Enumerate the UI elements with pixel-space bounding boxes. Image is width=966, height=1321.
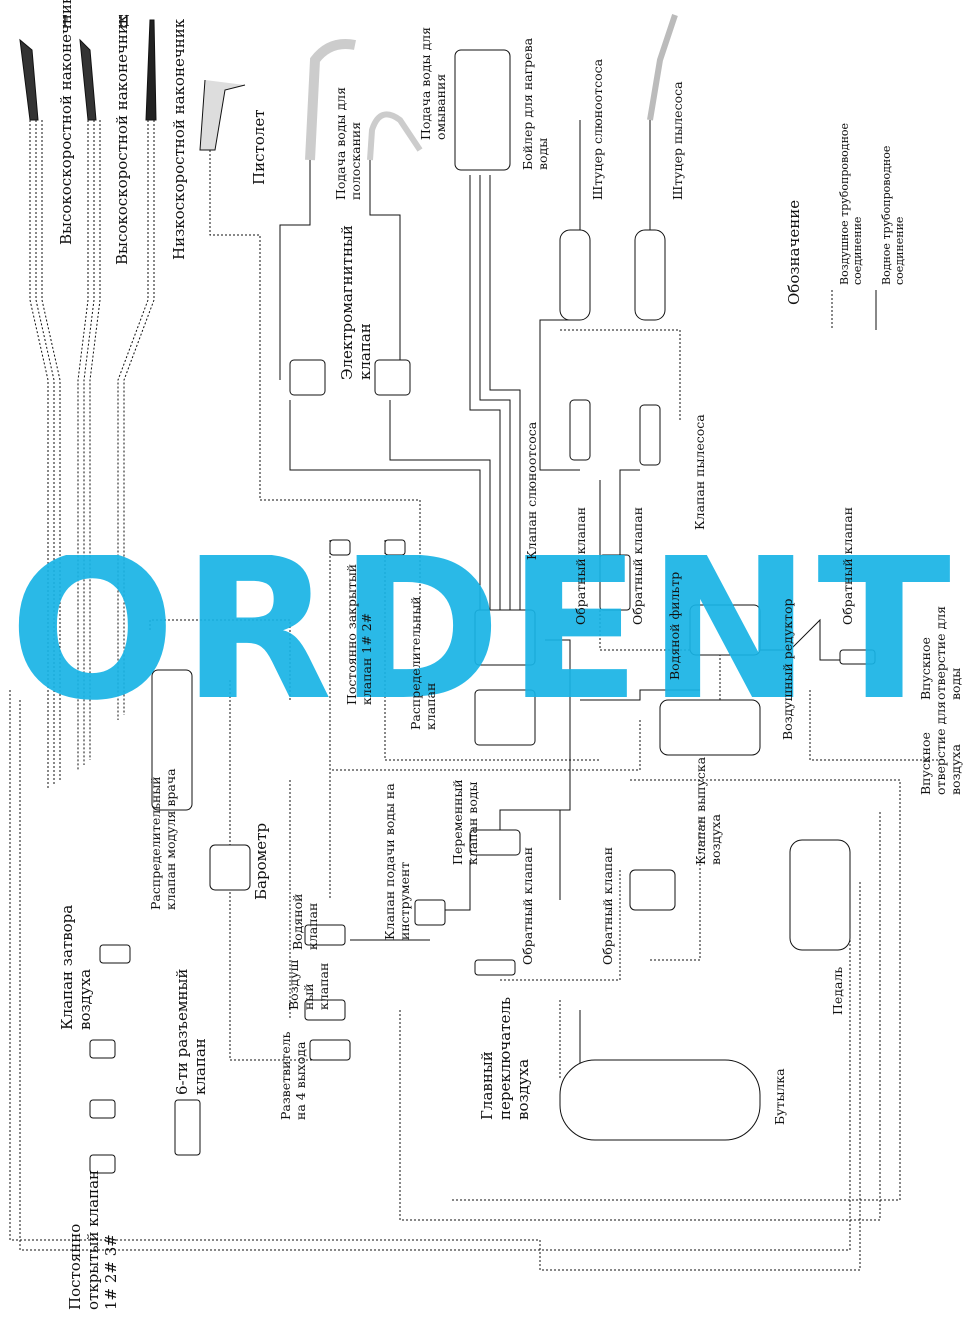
label-check-valve-1: Обратный клапан [573,506,588,625]
label-check-valve-2: Обратный клапан [630,506,645,625]
label-pedal: Педаль [830,966,845,1015]
instruments [19,14,678,161]
label-saliva-fitting: Штуцер слюноотсоса [590,58,605,200]
label-low-speed: Низкоскоростной наконечник [170,18,188,260]
label-pistol: Пистолет [250,109,268,185]
label-check-valve-5: Обратный клапан [600,846,615,965]
label-check-valve-3: Обратный клапан [840,506,855,625]
label-vacuum-valve: Клапан пылесоса [692,414,707,530]
label-saliva-valve: Клапан слюноотсоса [524,421,539,560]
label-check-valve-4: Обратный клапан [520,846,535,965]
label-high-speed-2: Высокоскоростной наконечник [113,14,131,265]
water-lines [279,120,870,1090]
label-bottle: Бутылка [772,1068,787,1125]
components [89,49,876,1174]
label-barometer: Барометр [252,822,270,900]
roman-two: II [118,12,130,30]
legend-title: Обозначение [785,199,803,305]
label-high-speed-1: Высокоскоростной наконечник [57,0,75,245]
label-vacuum-fitting: Штуцер пылесоса [670,81,685,200]
handpiece-hoses [9,120,940,1271]
roman-one: I [62,12,68,30]
label-air-reducer: Воздушный редуктор [780,598,795,741]
label-water-filter: Водяной фильтр [667,571,682,680]
